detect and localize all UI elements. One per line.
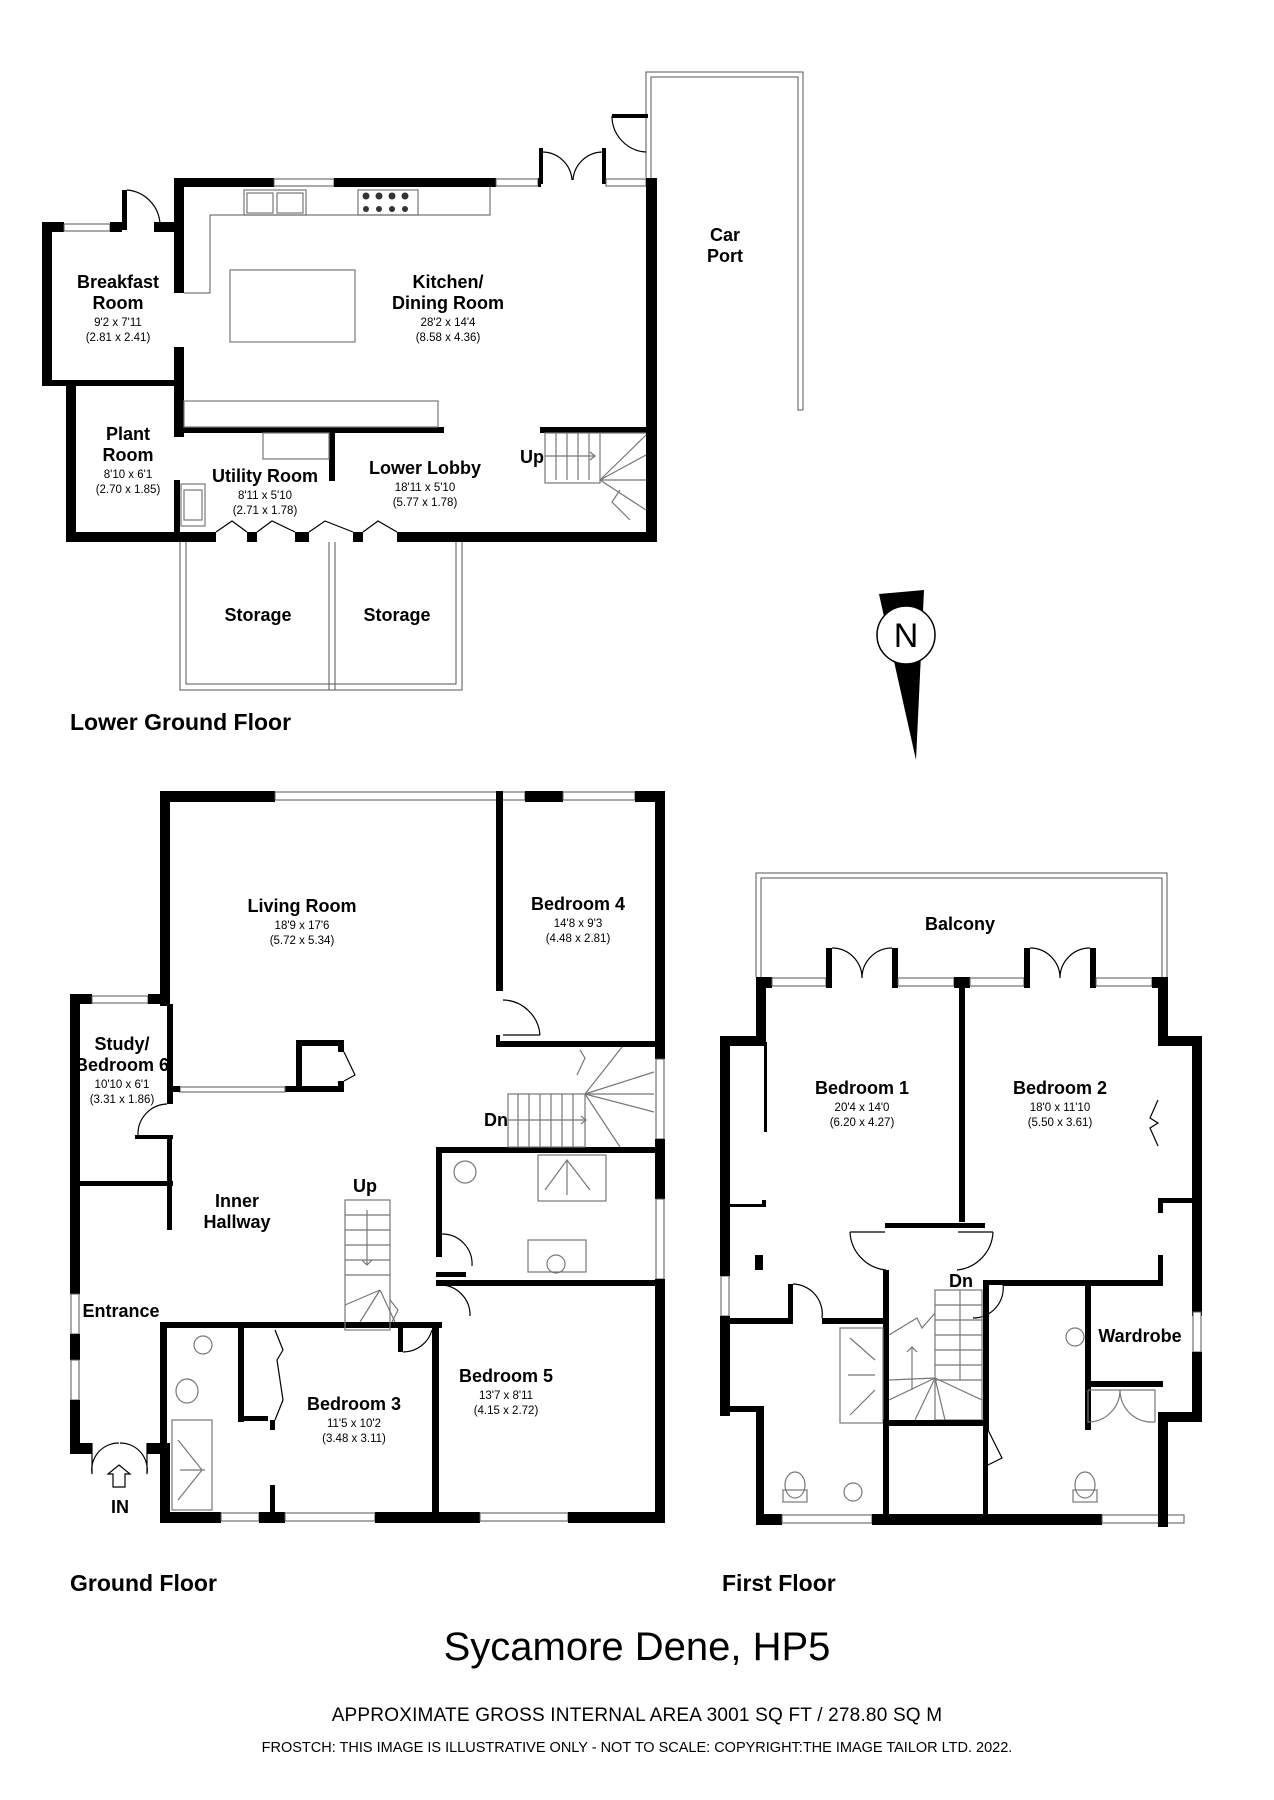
svg-text:Room: Room [93,293,144,313]
entrance-label: Entrance [82,1301,159,1321]
living-room-label: Living Room [248,896,357,916]
lower-lobby-label: Lower Lobby [369,458,481,478]
svg-text:Hallway: Hallway [203,1212,270,1232]
svg-text:11'5 x 10'2: 11'5 x 10'2 [327,1418,381,1430]
svg-text:(2.81 x 2.41): (2.81 x 2.41) [86,332,151,344]
svg-text:28'2 x 14'4: 28'2 x 14'4 [421,317,477,329]
storage-1-label: Storage [224,605,291,625]
svg-text:(8.58 x 4.36): (8.58 x 4.36) [416,332,481,344]
storage-outlines [179,542,463,691]
ground-stairs-down-label: Dn [484,1110,508,1130]
plant-room-label: Plant [106,424,150,444]
utility-room-label: Utility Room [212,466,318,486]
ground-floor-label: Ground Floor [70,1570,217,1596]
svg-text:Dining Room: Dining Room [392,293,504,313]
first-stairs-down-label: Dn [949,1271,973,1291]
entry-arrow-icon [106,1464,132,1488]
bedroom-5-label: Bedroom 5 [459,1366,553,1386]
svg-text:(3.31 x 1.86): (3.31 x 1.86) [90,1094,155,1106]
lower-stairs [544,432,647,521]
balcony-label: Balcony [925,914,995,934]
ground-stairs-up-label: Up [353,1176,377,1196]
first-floor-plan: Dn Balcony Bedroom 1 20'4 x 14'0 (6.20 x… [720,872,1202,1596]
svg-text:18'9 x 17'6: 18'9 x 17'6 [275,920,330,932]
svg-text:8'11 x 5'10: 8'11 x 5'10 [238,490,292,502]
svg-text:(2.70 x 1.85): (2.70 x 1.85) [96,484,161,496]
svg-text:N: N [894,617,919,655]
bedroom-1-label: Bedroom 1 [815,1078,909,1098]
lower-ground-floor-plan: Breakfast Room 9'2 x 7'11 (2.81 x 2.41) … [42,71,804,735]
bedroom-3-label: Bedroom 3 [307,1394,401,1414]
svg-text:(5.72 x 5.34): (5.72 x 5.34) [270,935,335,947]
svg-text:18'11 x 5'10: 18'11 x 5'10 [395,482,455,494]
first-stairs-down [888,1289,983,1421]
carport-outline [645,71,804,411]
ground-stairs-down [507,1046,655,1148]
entry-label: IN [111,1497,129,1517]
property-title: Sycamore Dene, HP5 [443,1625,831,1669]
svg-text:Bedroom 6: Bedroom 6 [75,1055,169,1075]
svg-text:18'0 x 11'10: 18'0 x 11'10 [1030,1102,1090,1114]
svg-text:(3.48 x 3.11): (3.48 x 3.11) [322,1433,386,1445]
ground-floor-plan: IN [70,791,665,1596]
svg-text:Room: Room [103,445,154,465]
bedroom-4-label: Bedroom 4 [531,894,625,914]
kitchen-label: Kitchen/ [412,272,483,292]
breakfast-room-label: Breakfast [77,272,159,292]
svg-text:8'10 x 6'1: 8'10 x 6'1 [104,469,153,481]
lower-stairs-up-label: Up [520,447,544,467]
svg-text:(6.20 x 4.27): (6.20 x 4.27) [830,1117,895,1129]
inner-hallway-label: Inner [215,1191,259,1211]
svg-text:10'10 x 6'1: 10'10 x 6'1 [95,1079,150,1091]
storage-2-label: Storage [363,605,430,625]
svg-text:9'2 x 7'11: 9'2 x 7'11 [94,317,142,329]
svg-text:(4.48 x 2.81): (4.48 x 2.81) [546,933,611,945]
svg-text:(4.15 x 2.72): (4.15 x 2.72) [474,1405,539,1417]
bedroom-2-label: Bedroom 2 [1013,1078,1107,1098]
svg-text:20'4 x 14'0: 20'4 x 14'0 [835,1102,890,1114]
kitchen-island [229,269,356,343]
copyright-text: FROSTCH: THIS IMAGE IS ILLUSTRATIVE ONLY… [261,1740,1013,1756]
first-floor-label: First Floor [722,1570,836,1596]
svg-text:Port: Port [707,246,743,266]
lower-ground-floor-label: Lower Ground Floor [70,709,291,735]
svg-text:14'8 x 9'3: 14'8 x 9'3 [554,918,603,930]
ground-stairs-up [344,1199,399,1331]
wardrobe-label: Wardrobe [1098,1326,1181,1346]
balcony-outline [755,872,1168,977]
gross-area-text: APPROXIMATE GROSS INTERNAL AREA 3001 SQ … [331,1705,943,1726]
svg-text:(5.77 x 1.78): (5.77 x 1.78) [393,497,458,509]
svg-text:(2.71 x 1.78): (2.71 x 1.78) [233,505,298,517]
north-arrow-icon: N [876,590,936,760]
svg-text:(5.50 x 3.61): (5.50 x 3.61) [1028,1117,1093,1129]
carport-label: Car [710,225,740,245]
study-bedroom-6-label: Study/ [94,1034,149,1054]
svg-text:13'7 x 8'11: 13'7 x 8'11 [479,1390,533,1402]
